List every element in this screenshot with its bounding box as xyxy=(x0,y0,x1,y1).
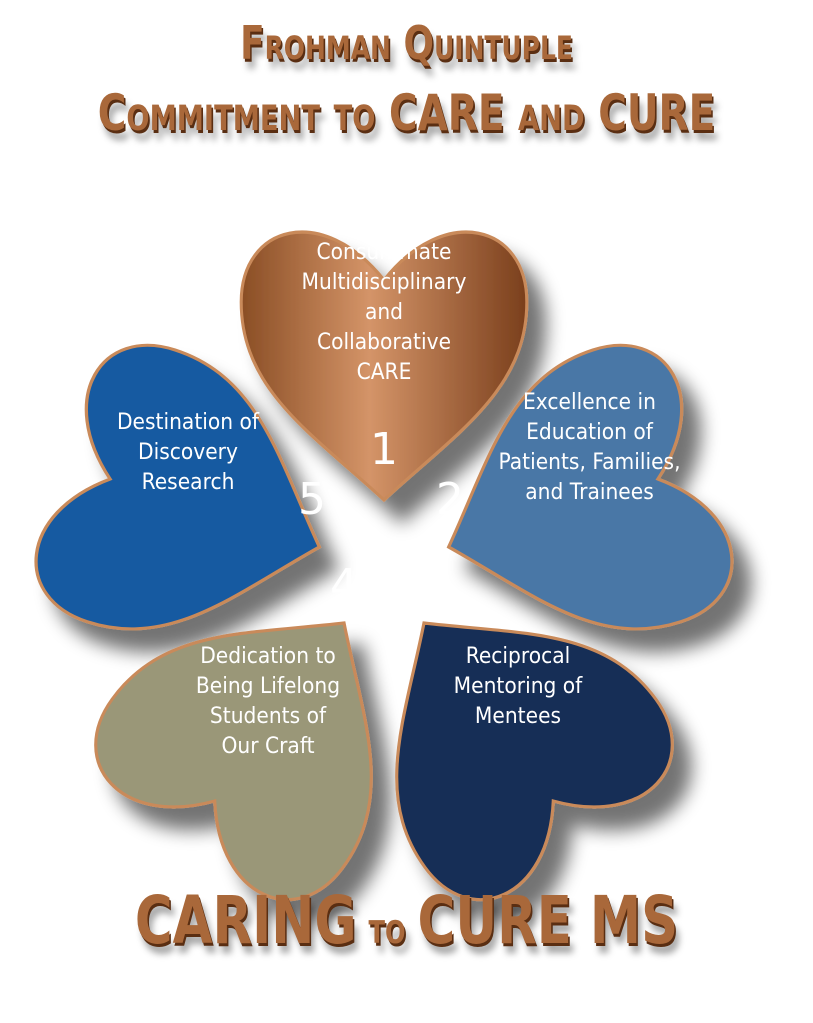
petal-4-text: Dedication to Being Lifelong Students of… xyxy=(167,642,369,762)
petal-3-text: Reciprocal Mentoring of Mentees xyxy=(426,642,610,732)
petal-2-number: 2 xyxy=(436,474,464,525)
title-cure-text: CURE xyxy=(598,84,716,142)
petal-2-text: Excellence in Education of Patients, Fam… xyxy=(472,388,707,508)
title-line-1: Frohman Quintuple xyxy=(89,20,723,66)
petal-4-number: 4 xyxy=(330,560,358,611)
petal-2-line-2: Education of xyxy=(526,420,653,445)
petal-1-line-2: Multidisciplinary xyxy=(301,270,467,295)
petal-5-number: 5 xyxy=(298,474,326,525)
petal-5-line-1: Destination of xyxy=(116,410,260,435)
petal-3-line-1: Reciprocal xyxy=(465,644,571,669)
title-and-text: and xyxy=(504,84,599,142)
title-care-text: CARE xyxy=(388,84,505,142)
petal-5-line-3: Research xyxy=(141,470,235,495)
petal-4-line-3: Students of xyxy=(209,704,327,729)
footer-to-text: to xyxy=(356,903,418,954)
petal-3-line-3: Mentees xyxy=(474,704,562,729)
petal-2-line-3: Patients, Families, xyxy=(498,450,681,475)
petal-1-line-5: CARE xyxy=(356,360,412,385)
petal-4-line-1: Dedication to xyxy=(200,644,336,669)
petal-1-number: 1 xyxy=(370,424,398,475)
petal-3-number: 3 xyxy=(408,560,436,611)
petal-5-line-2: Discovery xyxy=(137,440,238,465)
petal-3-line-2: Mentoring of xyxy=(453,674,583,699)
title-line-1-text: Frohman Quintuple xyxy=(240,16,573,70)
footer-cure-ms-text: CURE MS xyxy=(417,882,679,959)
title-line-2: Commitment to CARE and CURE xyxy=(89,88,723,138)
petal-4-line-4: Our Craft xyxy=(221,734,315,759)
petal-2-line-1: Excellence in xyxy=(523,390,656,415)
petal-1-line-4: Collaborative xyxy=(316,330,452,355)
petal-4-line-2: Being Lifelong xyxy=(195,674,341,699)
petal-1-line-3: and xyxy=(364,300,404,325)
petal-2-line-4: and Trainees xyxy=(525,480,654,505)
footer-caring-text: CARING xyxy=(134,882,357,959)
petal-5-text: Destination of Discovery Research xyxy=(87,408,289,498)
title-commitment-text: Commitment to xyxy=(97,84,389,142)
petal-1-line-1: Consummate xyxy=(316,240,452,265)
petal-1-text: Consummate Multidisciplinary and Collabo… xyxy=(274,238,495,388)
footer-slogan: CARING to CURE MS xyxy=(89,888,723,954)
